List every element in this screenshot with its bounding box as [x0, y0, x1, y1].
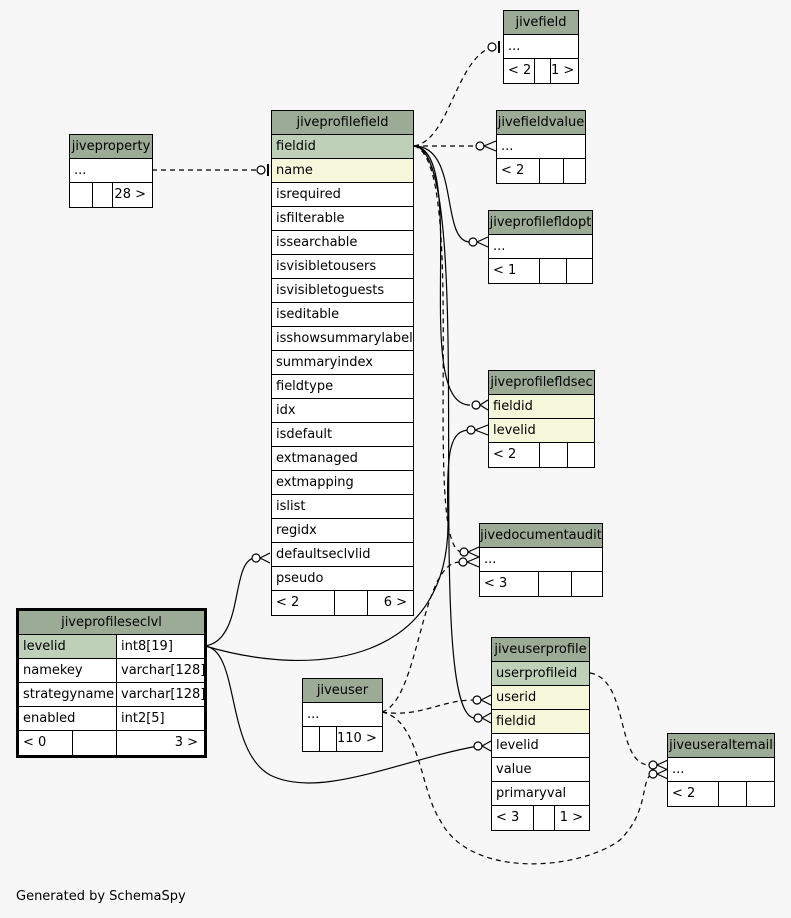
column-row: ...: [489, 235, 592, 259]
table-jiveprofilefldsec[interactable]: jiveprofilefldsec fieldid levelid < 2: [488, 370, 595, 468]
rel-fieldid-jiveuserprofile: [413, 145, 476, 719]
column-row: ...: [668, 758, 774, 782]
column-row: iseditable: [272, 303, 413, 327]
rel-jiveuser-userid: [381, 699, 475, 714]
column-row: extmapping: [272, 471, 413, 495]
table-jivedocumentaudit[interactable]: jivedocumentaudit ... < 3: [479, 523, 603, 597]
column-row: ...: [504, 35, 578, 59]
column-row: ...: [70, 159, 152, 183]
stats-row: < 2 6 >: [272, 591, 413, 615]
table-jiveuseraltemail[interactable]: jiveuseraltemail ... < 2: [667, 733, 775, 807]
column-row: userid: [492, 686, 589, 710]
stats-row: 110 >: [303, 727, 382, 751]
stats-row: 28 >: [70, 183, 152, 207]
column-row: fieldid: [489, 395, 594, 419]
column-row: pseudo: [272, 567, 413, 591]
rel-jiveuser-jivedocumentaudit: [381, 561, 461, 713]
table-jiveprofilefield[interactable]: jiveprofilefield fieldid name isrequired…: [271, 110, 414, 616]
rel-fieldid-jiveprofilefldsec: [413, 145, 471, 406]
table-header: jiveuser: [303, 679, 382, 703]
rel-fieldid-jivefield: [413, 46, 493, 147]
column-row: isfilterable: [272, 207, 413, 231]
table-header: jiveuserprofile: [492, 638, 589, 662]
column-row: namekey varchar[128]: [19, 659, 204, 683]
stats-row: < 1: [489, 259, 592, 283]
column-row: enabled int2[5]: [19, 707, 204, 731]
rel-seclvl-fldsec-levelid: [204, 429, 471, 661]
rel-userprofileid-jiveuseraltemail: [589, 672, 651, 766]
table-jivefield[interactable]: jivefield ... < 2 1 >: [503, 10, 579, 84]
table-header: jiveprofileseclvl: [19, 611, 204, 635]
column-row: name: [272, 159, 413, 183]
column-row: fieldid: [272, 135, 413, 159]
column-row: isrequired: [272, 183, 413, 207]
table-jivefieldvalue[interactable]: jivefieldvalue ... < 2: [496, 110, 586, 184]
stats-row: < 0 3 >: [19, 731, 204, 755]
rel-jiveuser-jiveuseraltemail: [381, 711, 653, 865]
column-row: summaryindex: [272, 351, 413, 375]
table-header: jiveprofilefield: [272, 111, 413, 135]
stats-row: < 2: [497, 159, 585, 183]
column-row: islist: [272, 495, 413, 519]
column-row: primaryval: [492, 782, 589, 806]
column-row: fieldtype: [272, 375, 413, 399]
column-row: extmanaged: [272, 447, 413, 471]
stats-row: < 2: [668, 782, 774, 806]
table-header: jiveuseraltemail: [668, 734, 774, 758]
column-row: defaultseclvlid: [272, 543, 413, 567]
table-header: jiveprofilefldopt: [489, 211, 592, 235]
column-row: levelid: [489, 419, 594, 443]
table-jiveprofilefldopt[interactable]: jiveprofilefldopt ... < 1: [488, 210, 593, 284]
stats-row: < 3 1 >: [492, 806, 589, 830]
column-row: value: [492, 758, 589, 782]
table-jiveuser[interactable]: jiveuser ... 110 >: [302, 678, 383, 752]
column-row: issearchable: [272, 231, 413, 255]
column-row: strategyname varchar[128]: [19, 683, 204, 707]
table-header: jivefieldvalue: [497, 111, 585, 135]
column-row: ...: [497, 135, 585, 159]
rel-seclvl-defaultseclvlid: [204, 557, 256, 647]
table-header: jiveprofilefldsec: [489, 371, 594, 395]
table-jiveprofileseclvl[interactable]: jiveprofileseclvl levelid int8[19] namek…: [16, 608, 207, 758]
column-row: isshowsummarylabel: [272, 327, 413, 351]
generated-by-footer: Generated by SchemaSpy: [16, 889, 186, 904]
stats-row: < 2 1 >: [504, 59, 578, 83]
table-header: jivedocumentaudit: [480, 524, 602, 548]
table-header: jivefield: [504, 11, 578, 35]
table-jiveuserprofile[interactable]: jiveuserprofile userprofileid userid fie…: [491, 637, 590, 831]
column-row: ...: [303, 703, 382, 727]
rel-seclvl-userprofile-levelid: [204, 645, 479, 784]
rel-fieldid-jiveprofilefldopt: [413, 145, 471, 243]
column-row: isvisibletoguests: [272, 279, 413, 303]
table-header: jiveproperty: [70, 135, 152, 159]
column-row: levelid int8[19]: [19, 635, 204, 659]
column-row: regidx: [272, 519, 413, 543]
column-row: idx: [272, 399, 413, 423]
column-row: isvisibletousers: [272, 255, 413, 279]
column-row: isdefault: [272, 423, 413, 447]
column-row: fieldid: [492, 710, 589, 734]
table-jiveproperty[interactable]: jiveproperty ... 28 >: [69, 134, 153, 208]
column-row: userprofileid: [492, 662, 589, 686]
rel-fieldid-jivedocumentaudit: [413, 145, 463, 553]
stats-row: < 2: [489, 443, 594, 467]
column-row: levelid: [492, 734, 589, 758]
stats-row: < 3: [480, 572, 602, 596]
column-row: ...: [480, 548, 602, 572]
